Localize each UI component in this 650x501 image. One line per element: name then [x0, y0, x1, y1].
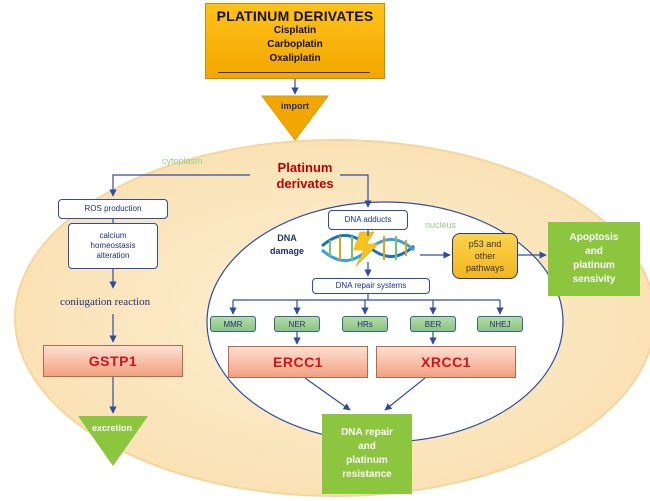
calcium-homeostasis-box: calcium homeostasis alteration — [68, 223, 158, 269]
gstp1-box: GSTP1 — [43, 345, 183, 377]
dna-helix-image — [321, 231, 415, 267]
ros-production-box: ROS production — [58, 199, 168, 219]
oxaliplatin-underline — [218, 72, 370, 73]
cytoplasm-label: cytoplasm — [162, 156, 203, 166]
apoptosis-line3: platinum — [573, 260, 615, 271]
p53-line1: p53 and — [468, 239, 502, 249]
p53-pathways-box: p53 and other pathways — [452, 233, 518, 279]
calcium-line1: calcium — [99, 231, 127, 240]
dna-damage-line2: damage — [269, 246, 304, 256]
calcium-line2: homeostasis — [90, 241, 136, 250]
resistance-line3: platinum — [346, 455, 388, 466]
apoptosis-line2: and — [585, 246, 603, 257]
calcium-line3: alteration — [96, 251, 130, 260]
lightning-bolt-icon — [353, 231, 379, 267]
repair-hrs-box: HRs — [342, 316, 388, 332]
dna-repair-systems-box: DNA repair systems — [312, 278, 430, 294]
conjugation-reaction-label: coniugation reaction — [60, 296, 151, 308]
excretion-label: excretion — [91, 423, 133, 433]
platinum-derivates-label: Platinum derivates — [250, 160, 360, 192]
platinum-label-line2: derivates — [276, 176, 334, 191]
repair-nhej-text: NHEJ — [489, 319, 511, 329]
resistance-line2: and — [358, 441, 376, 452]
apoptosis-line4: sensivity — [572, 274, 616, 285]
apoptosis-line1: Apoptosis — [569, 232, 619, 243]
arrow-xrcc1-resistance — [384, 377, 426, 411]
apoptosis-sensitivity-box: Apoptosis and platinum sensivity — [548, 222, 640, 296]
drug-cisplatin: Cisplatin — [273, 25, 317, 36]
dna-damage-label: DNA damage — [256, 232, 318, 258]
ros-production-text: ROS production — [84, 204, 142, 213]
platinum-label-line1: Platinum — [277, 160, 333, 175]
drug-oxaliplatin: Oxaliplatin — [269, 53, 321, 64]
repair-mmr-text: MMR — [223, 319, 243, 329]
dna-damage-line1: DNA — [277, 233, 297, 243]
resistance-line4: resistance — [342, 469, 392, 480]
p53-line2: other — [474, 251, 496, 261]
repair-nhej-box: NHEJ — [477, 316, 523, 332]
arrow-ercc1-resistance — [304, 377, 351, 411]
repair-ner-box: NER — [274, 316, 320, 332]
xrcc1-text: XRCC1 — [421, 354, 471, 370]
dna-adducts-box: DNA adducts — [328, 210, 408, 230]
repair-hrs-text: HRs — [357, 319, 373, 329]
platinum-derivates-title: PLATINUM DERIVATES — [216, 8, 374, 24]
resistance-line1: DNA repair — [341, 427, 393, 438]
repair-ner-text: NER — [288, 319, 306, 329]
gstp1-text: GSTP1 — [88, 353, 138, 369]
xrcc1-box: XRCC1 — [376, 346, 516, 378]
repair-ber-text: BER — [424, 319, 442, 329]
platinum-derivates-box: PLATINUM DERIVATES Cisplatin Carboplatin… — [205, 3, 385, 79]
drug-carboplatin: Carboplatin — [267, 39, 323, 50]
ercc1-text: ERCC1 — [273, 354, 323, 370]
repair-ber-box: BER — [410, 316, 456, 332]
nucleus-label: nucleus — [425, 220, 457, 230]
p53-line3: pathways — [465, 263, 505, 273]
dna-adducts-text: DNA adducts — [344, 215, 392, 224]
dna-repair-resistance-box: DNA repair and platinum resistance — [322, 414, 412, 494]
arrow-to-ros — [109, 174, 250, 197]
arrow-to-dna-adducts — [340, 174, 372, 208]
ercc1-box: ERCC1 — [228, 346, 368, 378]
import-triangle — [261, 95, 329, 141]
import-label: import — [281, 101, 309, 111]
dna-repair-systems-text: DNA repair systems — [335, 281, 407, 290]
repair-mmr-box: MMR — [210, 316, 256, 332]
excretion-triangle — [78, 416, 148, 466]
